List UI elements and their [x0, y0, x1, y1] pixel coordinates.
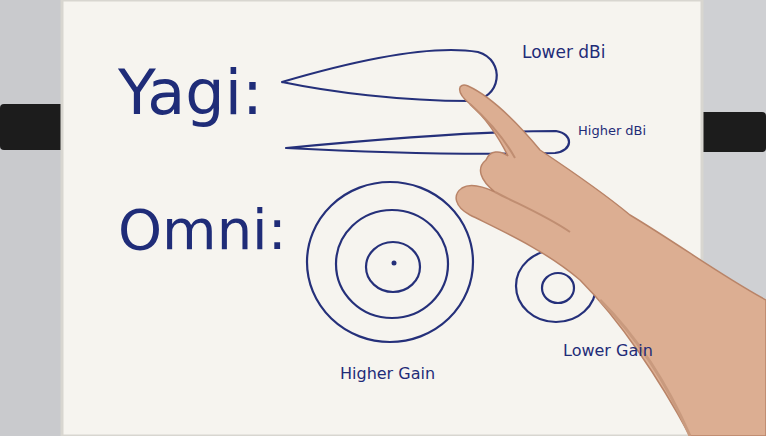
omni-center: [392, 261, 397, 266]
board-label: Lower Gain: [563, 343, 653, 359]
finger-crease: [470, 104, 515, 158]
board-label: Yagi:: [118, 62, 263, 124]
knuckle-shade: [495, 192, 570, 232]
board-label: Omni:: [118, 202, 287, 258]
omni-ring: [307, 182, 473, 342]
board-label: Higher dBi: [578, 124, 646, 137]
arm-shade: [600, 300, 690, 436]
board-label: Higher Gain: [340, 366, 435, 382]
hand-skin: [456, 85, 766, 436]
omni-ring: [542, 273, 574, 303]
pointing-hand: [456, 85, 766, 436]
board-holder: [0, 104, 70, 150]
board-holder: [694, 112, 766, 152]
left-wall: [0, 0, 62, 436]
omni-ring: [366, 242, 420, 292]
board-label: Lower dBi: [522, 44, 606, 61]
omni-ring: [336, 210, 448, 318]
